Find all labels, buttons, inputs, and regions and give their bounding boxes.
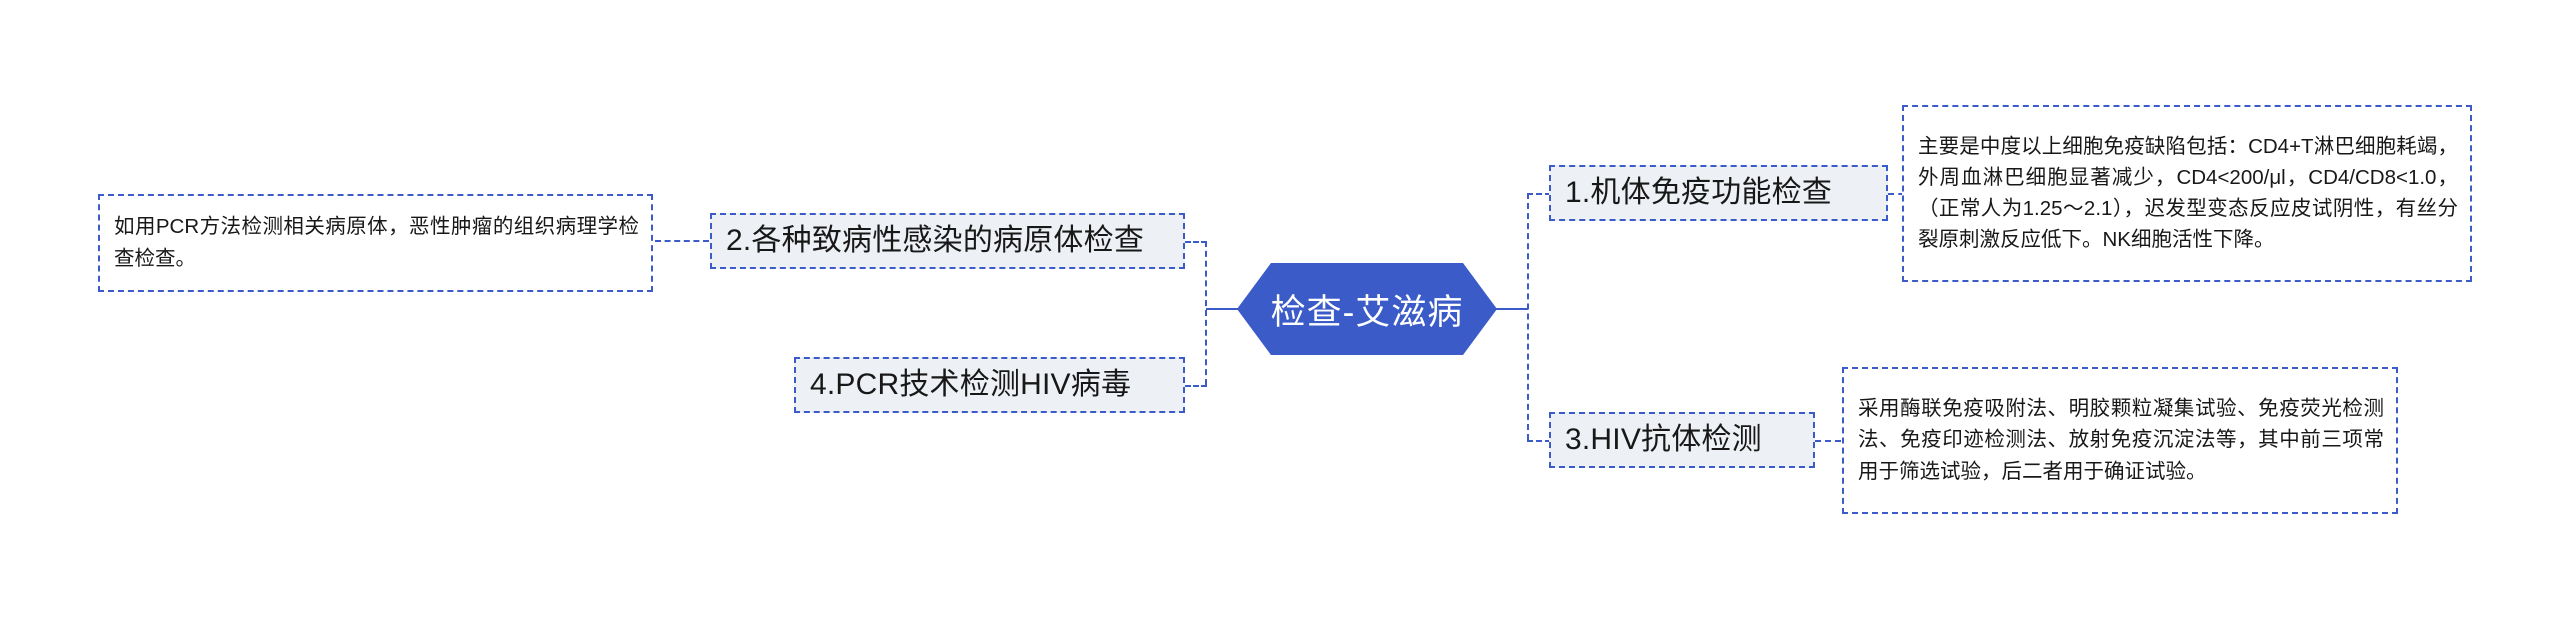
- branch-node-immune-function-check[interactable]: 1.机体免疫功能检查: [1549, 165, 1888, 221]
- branch-node-label-4: 4.PCR技术检测HIV病毒: [810, 367, 1132, 401]
- branch-node-pathogen-check[interactable]: 2.各种致病性感染的病原体检查: [710, 213, 1185, 269]
- connector-right-spine: [1527, 193, 1529, 440]
- connector-left-tap-node2: [1185, 241, 1207, 243]
- detail-text-immune-function-check: 主要是中度以上细胞免疫缺陷包括：CD4+T淋巴细胞耗竭，外周血淋巴细胞显著减少，…: [1918, 134, 2458, 252]
- connector-right-tap-node1: [1527, 193, 1551, 195]
- detail-text-hiv-antibody-test: 采用酶联免疫吸附法、明胶颗粒凝集试验、免疫荧光检测法、免疫印迹检测法、放射免疫沉…: [1858, 397, 2384, 483]
- connector-right-root-stub: [1494, 308, 1528, 310]
- branch-node-pcr-hiv[interactable]: 4.PCR技术检测HIV病毒: [794, 357, 1185, 413]
- branch-node-hiv-antibody-test[interactable]: 3.HIV抗体检测: [1549, 412, 1815, 468]
- branch-node-label-2: 2.各种致病性感染的病原体检查: [726, 223, 1145, 257]
- connector-left-spine: [1205, 241, 1207, 385]
- detail-box-hiv-antibody-test: 采用酶联免疫吸附法、明胶颗粒凝集试验、免疫荧光检测法、免疫印迹检测法、放射免疫沉…: [1842, 367, 2398, 514]
- connector-right-tap-node3: [1527, 440, 1551, 442]
- connector-detail2-node2: [655, 240, 709, 242]
- detail-box-immune-function-check: 主要是中度以上细胞免疫缺陷包括：CD4+T淋巴细胞耗竭，外周血淋巴细胞显著减少，…: [1902, 105, 2472, 282]
- branch-node-label-3: 3.HIV抗体检测: [1565, 422, 1762, 456]
- detail-text-pathogen-check: 如用PCR方法检测相关病原体，恶性肿瘤的组织病理学检查检查。: [114, 215, 639, 270]
- root-node-aids-examination[interactable]: 检查-艾滋病: [1237, 263, 1497, 355]
- hexagon-shape-icon: [1237, 263, 1497, 355]
- detail-box-pathogen-check: 如用PCR方法检测相关病原体，恶性肿瘤的组织病理学检查检查。: [98, 194, 653, 292]
- connector-left-root-stub: [1206, 308, 1240, 310]
- connector-left-tap-node4: [1185, 385, 1207, 387]
- branch-node-label-1: 1.机体免疫功能检查: [1565, 175, 1833, 209]
